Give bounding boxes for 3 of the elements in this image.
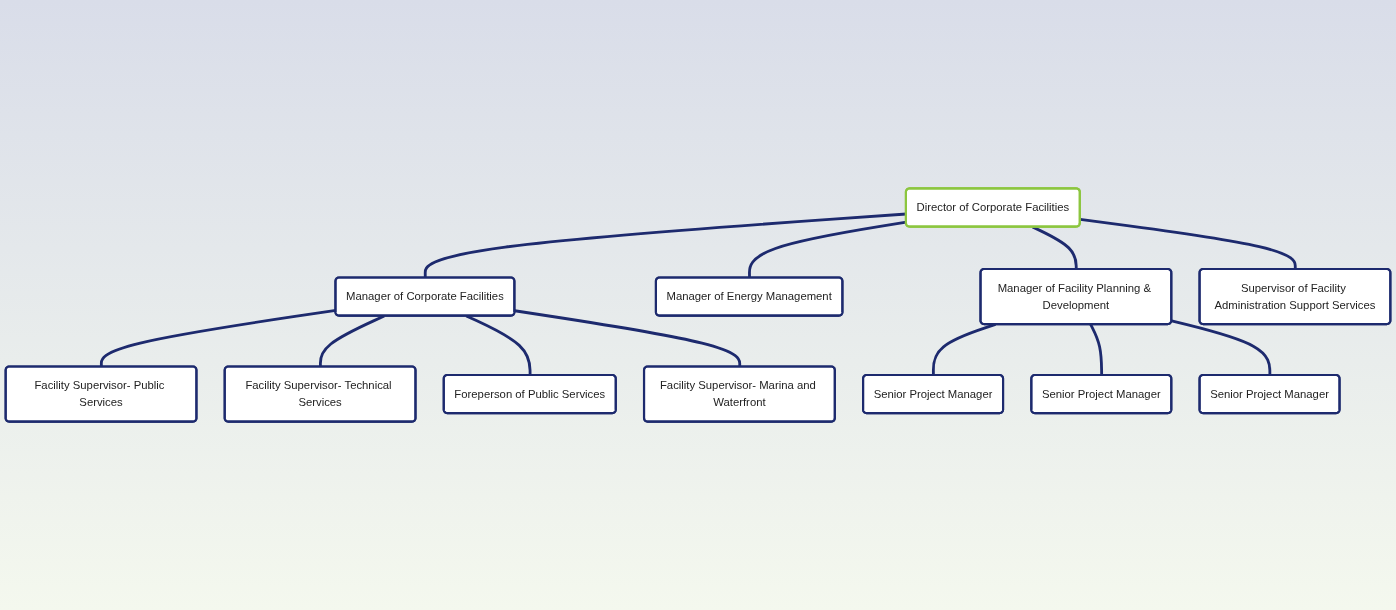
connector xyxy=(514,309,742,367)
connector xyxy=(423,212,907,278)
connector xyxy=(748,220,907,278)
